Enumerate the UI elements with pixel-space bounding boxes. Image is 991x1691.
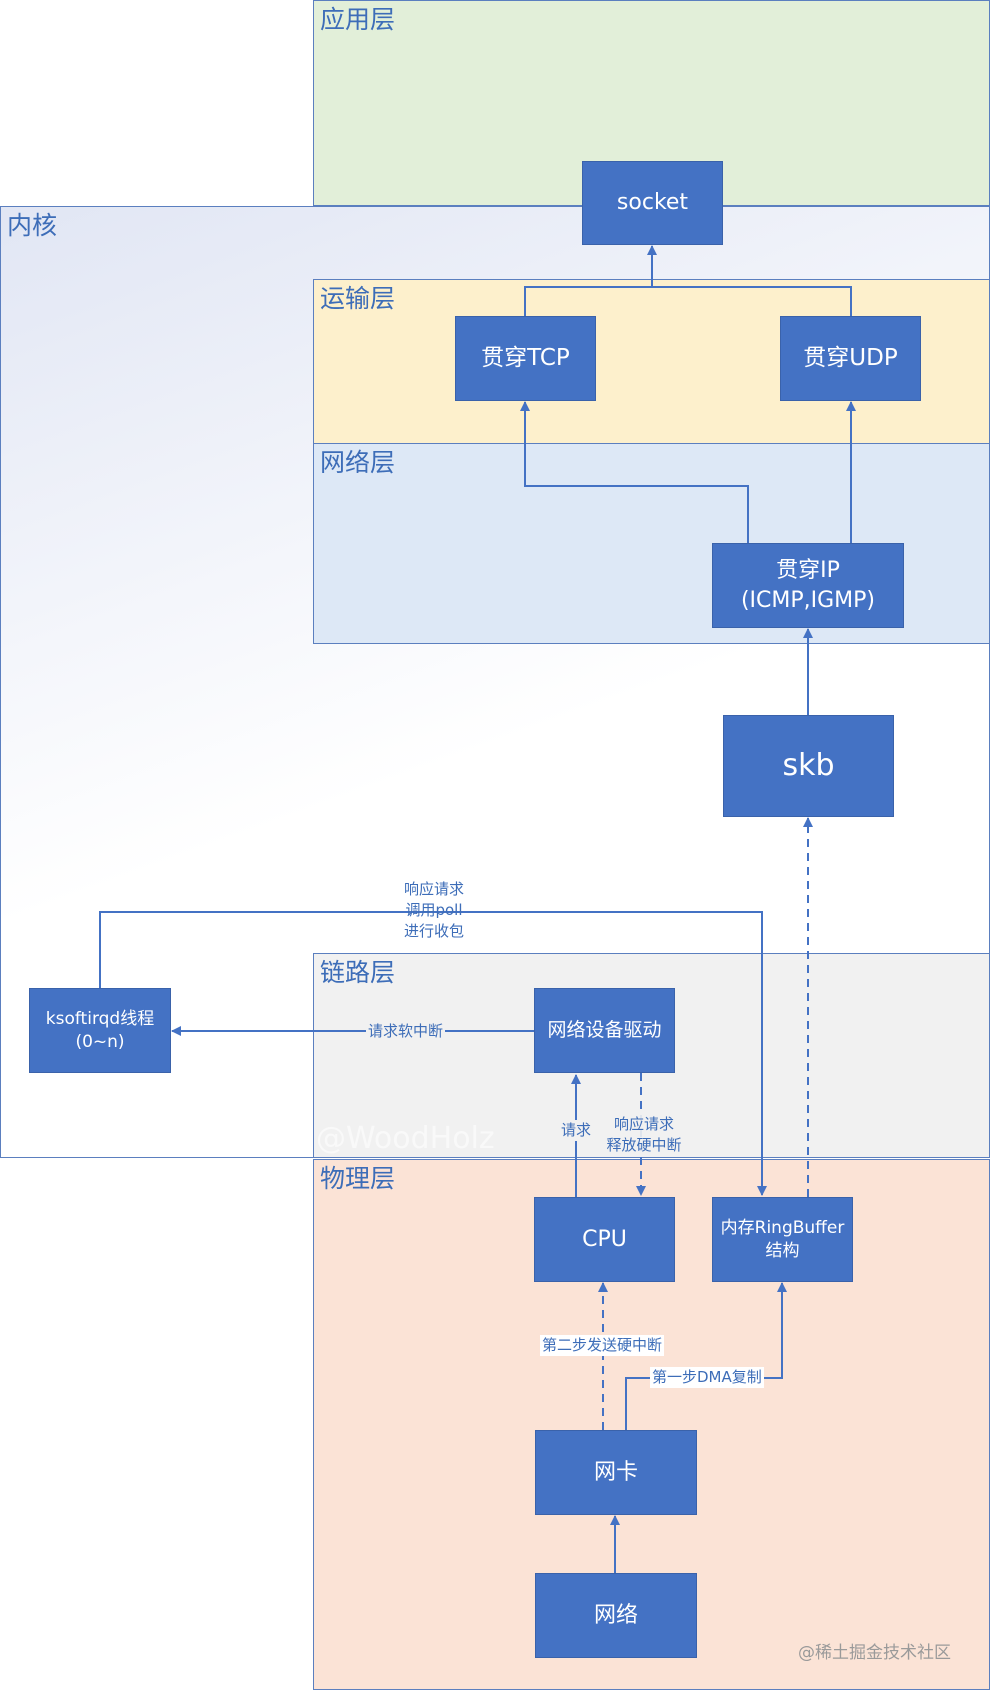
node-cpu: CPU <box>534 1197 675 1282</box>
label-step2: 第二步发送硬中断 <box>540 1335 665 1356</box>
region-physical-label: 物理层 <box>320 1164 396 1193</box>
credit: @稀土掘金技术社区 <box>798 1643 951 1663</box>
watermark: @WoodHolz <box>316 1121 495 1156</box>
node-udp: 贯穿UDP <box>780 316 921 401</box>
node-ringbuffer: 内存RingBuffer 结构 <box>712 1197 853 1282</box>
label-step1: 第一步DMA复制 <box>650 1367 764 1388</box>
label-poll: 响应请求 调用poll 进行收包 <box>403 880 464 940</box>
edge-tcp-to-socket <box>524 245 657 316</box>
label-softirq: 请求软中断 <box>366 1021 446 1042</box>
node-skb: skb <box>723 715 894 817</box>
edge-nic-dma <box>625 1282 787 1430</box>
region-network-label: 网络层 <box>320 448 396 477</box>
node-network: 网络 <box>535 1573 697 1658</box>
region-app-label: 应用层 <box>320 5 396 34</box>
node-ksoftirqd: ksoftirqd线程 (0~n) <box>29 988 171 1073</box>
region-transport-label: 运输层 <box>320 284 396 313</box>
node-ip: 贯穿IP (ICMP,IGMP) <box>712 543 904 628</box>
node-driver: 网络设备驱动 <box>534 988 675 1073</box>
edge-ksoftirqd-poll <box>99 911 767 1196</box>
edge-udp-to-socket <box>652 286 852 316</box>
node-socket: socket <box>582 161 723 245</box>
region-kernel-label: 内核 <box>7 211 58 240</box>
edge-ip-to-tcp <box>520 401 749 543</box>
node-nic: 网卡 <box>535 1430 697 1515</box>
region-link-label: 链路层 <box>320 958 396 987</box>
label-release: 响应请求 释放硬中断 <box>600 1114 688 1156</box>
label-request: 请求 <box>559 1120 594 1141</box>
node-tcp: 贯穿TCP <box>455 316 596 401</box>
